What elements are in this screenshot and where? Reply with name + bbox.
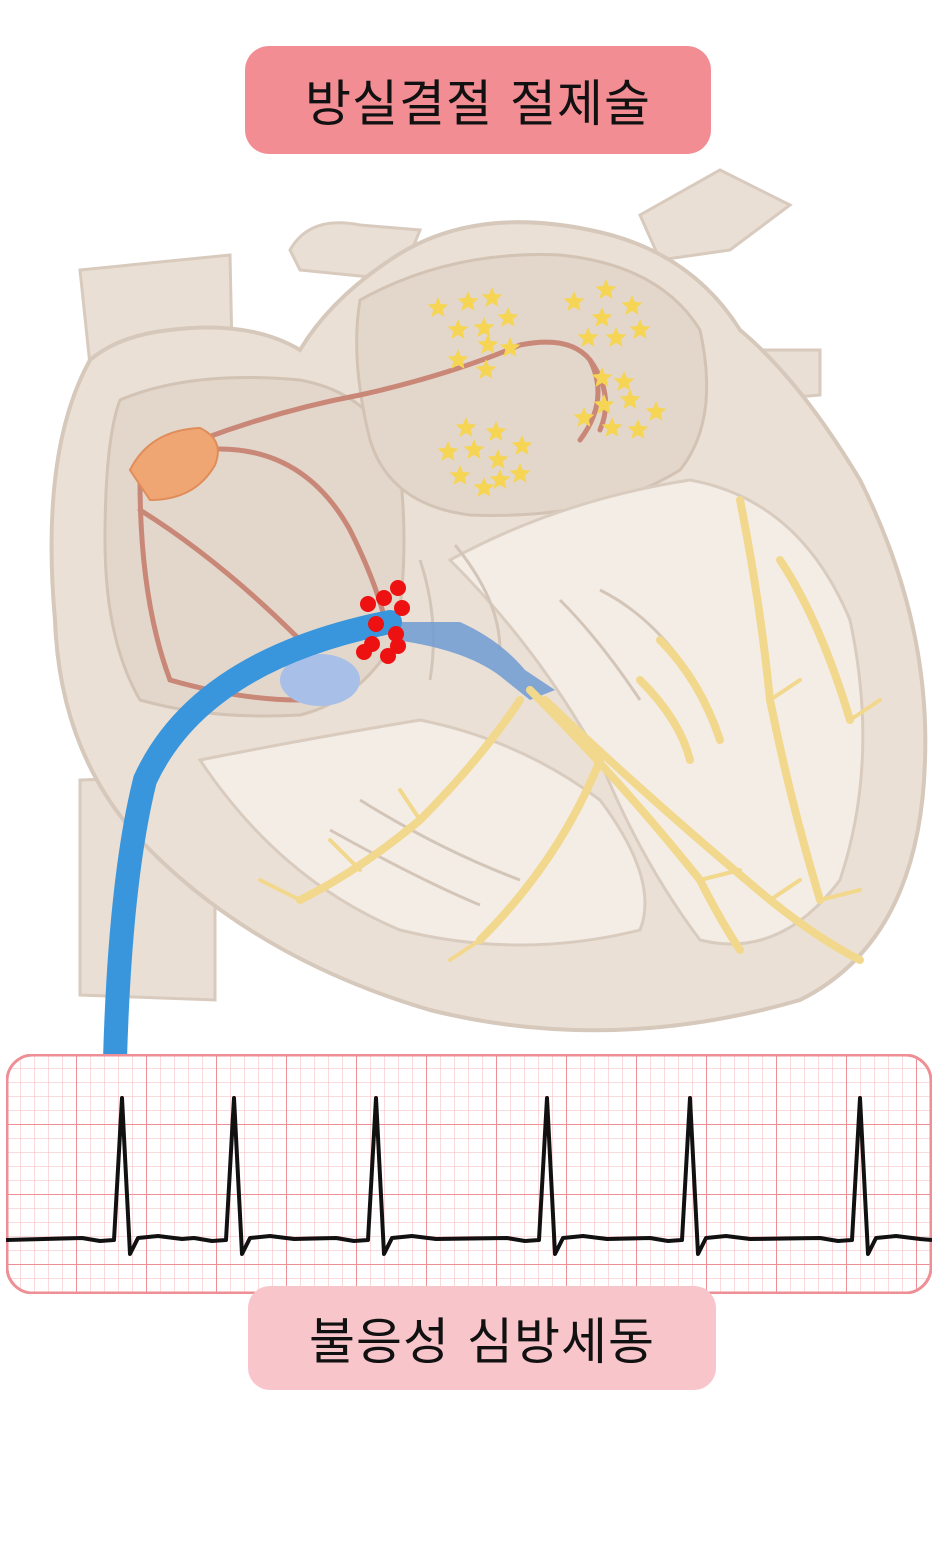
caption-badge: 불응성 심방세동 [248,1286,716,1390]
star-icon [627,419,649,439]
star-icon [473,317,495,337]
ablation-dot [360,596,376,612]
star-icon [447,319,469,339]
star-icon [591,307,613,327]
star-icon [605,327,627,347]
star-icon [577,327,599,347]
condition-caption: 불응성 심방세동 [309,1313,655,1371]
ecg-trace [6,1096,932,1256]
ablation-dot [368,616,384,632]
star-icon [477,334,499,354]
ablation-dot [394,600,410,616]
ablation-dot [390,638,406,654]
star-icon [449,465,471,485]
star-icon [481,287,503,307]
star-icon [573,407,595,427]
ablation-dot [356,644,372,660]
right-ventricle [197,718,647,947]
star-icon [595,279,617,299]
star-icon [621,295,643,315]
title-badge: 방실결절 절제술 [245,46,711,154]
star-icon [489,469,511,489]
star-icon [613,371,635,391]
star-icon [437,441,459,461]
star-icon [485,421,507,441]
ablation-dot [380,648,396,664]
star-icon [475,359,497,379]
star-icon [463,439,485,459]
star-icon [455,417,477,437]
ablation-dot [376,590,392,606]
star-icon [511,435,533,455]
ecg-strip [6,1054,932,1294]
star-icon [645,401,667,421]
star-icon [601,417,623,437]
star-icon [619,389,641,409]
star-icon [593,394,615,414]
heart-illustration [49,168,928,1060]
ablation-spots [356,580,410,664]
procedure-title: 방실결절 절제술 [305,75,651,133]
ablation-dot [390,580,406,596]
star-icon [447,349,469,369]
star-icon [487,449,509,469]
ablation-dot [388,626,404,642]
star-icon [457,291,479,311]
star-icon [563,291,585,311]
star-icon [629,319,651,339]
star-icon [473,477,495,497]
coronary-sinus [280,654,360,706]
star-icon [427,297,449,317]
star-icon [591,367,613,387]
purkinje-branches [258,678,882,962]
star-icon [509,463,531,483]
ectopic-foci [427,279,667,497]
bundle-of-his [395,622,555,700]
ablation-catheter [103,610,402,1060]
star-icon [499,337,521,357]
sa-node [128,426,219,502]
internodal-pathways [137,339,609,703]
star-icon [497,307,519,327]
aortic-arch [638,168,793,262]
